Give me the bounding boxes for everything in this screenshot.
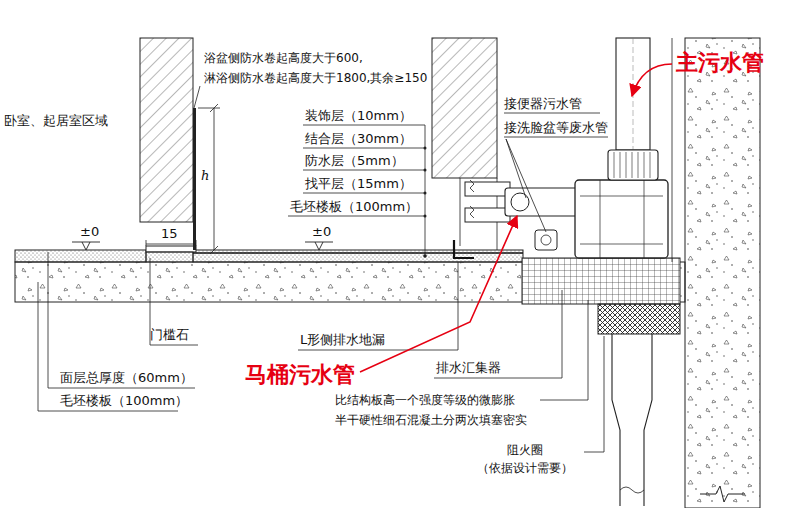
line-work <box>424 192 427 195</box>
level-label: ±0 <box>80 224 99 240</box>
collector-detail <box>580 180 663 258</box>
part-label: L形侧排水地漏 <box>300 332 385 348</box>
finish-layers-bath <box>193 250 523 262</box>
line-work <box>424 169 427 172</box>
layer-leaders <box>288 125 425 256</box>
line-work <box>423 254 427 258</box>
line-work <box>424 147 427 150</box>
grout-fill-bg <box>522 258 680 304</box>
leader-line <box>540 300 588 400</box>
leader-line <box>298 262 458 350</box>
leader-line <box>434 290 562 378</box>
pipe-elbow <box>511 193 529 211</box>
waterproof-layer <box>193 252 523 254</box>
part-label: 阻火圈 （依据设计需要） <box>470 441 580 477</box>
l-floor-drain <box>454 240 474 258</box>
dimension-note: 面层总厚度（60mm） <box>60 370 193 386</box>
pipe-stub <box>465 182 510 196</box>
lower-pipe <box>612 334 652 506</box>
finish-layers-room <box>15 250 146 262</box>
layer-label: 装饰层（10mm） <box>305 108 412 124</box>
fitting-ribs <box>614 152 650 178</box>
leader-line <box>38 252 195 411</box>
red-callout-arrow <box>632 64 672 96</box>
construction-note: 比结构板高一个强度等级的微膨胀 半干硬性细石混凝土分两次填塞密实 <box>335 390 533 430</box>
middle-wall <box>432 38 497 178</box>
level-mark <box>305 242 333 250</box>
layer-label: 防水层（5mm） <box>305 153 404 169</box>
dimension-note: 毛坯楼板（100mm） <box>60 393 188 409</box>
break-mark <box>700 486 745 502</box>
stub-break <box>470 180 474 218</box>
lower-pipe-break <box>620 487 644 493</box>
height-dimension <box>198 104 220 254</box>
layer-label: 结合层（30mm） <box>305 131 412 147</box>
pipe-stub <box>465 208 510 222</box>
dimension-label: 15 <box>160 226 179 242</box>
leader-line <box>504 113 608 232</box>
area-label: 卧室、起居室区域 <box>4 113 108 129</box>
layer-leader-dots <box>423 147 427 258</box>
level-mark <box>72 242 100 250</box>
threshold-stone <box>146 246 196 252</box>
pipe-label: 接便器污水管 <box>504 96 582 112</box>
layer-label: 毛坯楼板（100mm） <box>290 199 418 215</box>
basin-trap <box>535 230 557 250</box>
grout-fill <box>522 258 680 304</box>
leader-line <box>150 258 198 345</box>
part-label: 排水汇集器 <box>436 360 501 376</box>
drain-collector <box>575 180 668 258</box>
right-wall <box>685 38 760 508</box>
red-callout: 马桶污水管 <box>245 362 355 388</box>
red-callout: 主污水管 <box>676 50 764 76</box>
pipe-fitting <box>608 150 658 180</box>
basin-trap-ring <box>541 235 551 245</box>
leader-line <box>584 336 604 452</box>
leader-line <box>194 86 200 108</box>
fire-ring <box>598 304 680 334</box>
dimension-label: h <box>200 168 210 184</box>
waterproof-upturn <box>193 108 196 250</box>
line-work <box>424 215 427 218</box>
layer-label: 找平层（15mm） <box>305 176 412 192</box>
wall-finish-line <box>672 38 673 262</box>
toilet-pipe <box>505 188 580 216</box>
pipe-label: 接洗脸盆等废水管 <box>504 120 608 136</box>
part-label: 门槛石 <box>150 327 189 343</box>
waterproof-note: 浴盆侧防水卷起高度大于600, 淋浴侧防水卷起高度大于1800,其余≥150 <box>204 48 430 88</box>
threshold-base <box>146 252 193 262</box>
level-label: ±0 <box>312 224 331 240</box>
left-wall <box>140 38 193 222</box>
red-callout-arrow <box>360 216 517 372</box>
